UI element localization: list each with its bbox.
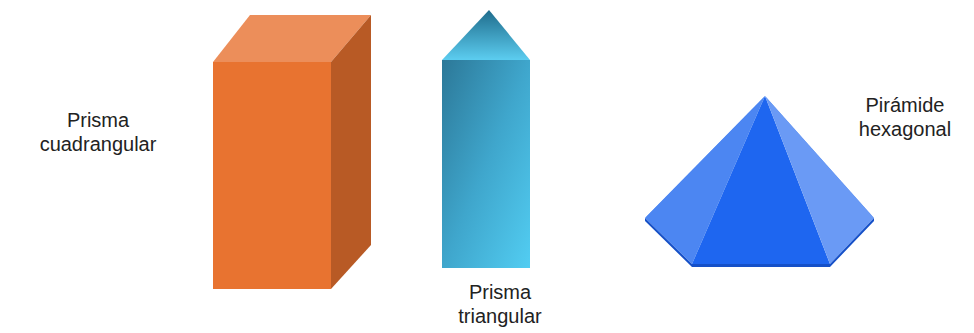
triangular-prism — [442, 10, 530, 268]
shape-label: Pirámide hexagonal — [845, 93, 965, 141]
hexagonal-pyramid — [645, 96, 874, 267]
prism-front-face — [213, 62, 331, 289]
prism-front-face — [442, 60, 530, 268]
pyramid-base-edge — [645, 218, 874, 267]
square-prism — [213, 15, 371, 289]
shape-label: Prisma triangular — [440, 280, 560, 328]
shape-label: Prisma cuadrangular — [33, 108, 163, 156]
prism-top-face — [442, 10, 530, 60]
pyramid-right-face — [765, 96, 874, 264]
prism-side-face — [331, 15, 371, 289]
